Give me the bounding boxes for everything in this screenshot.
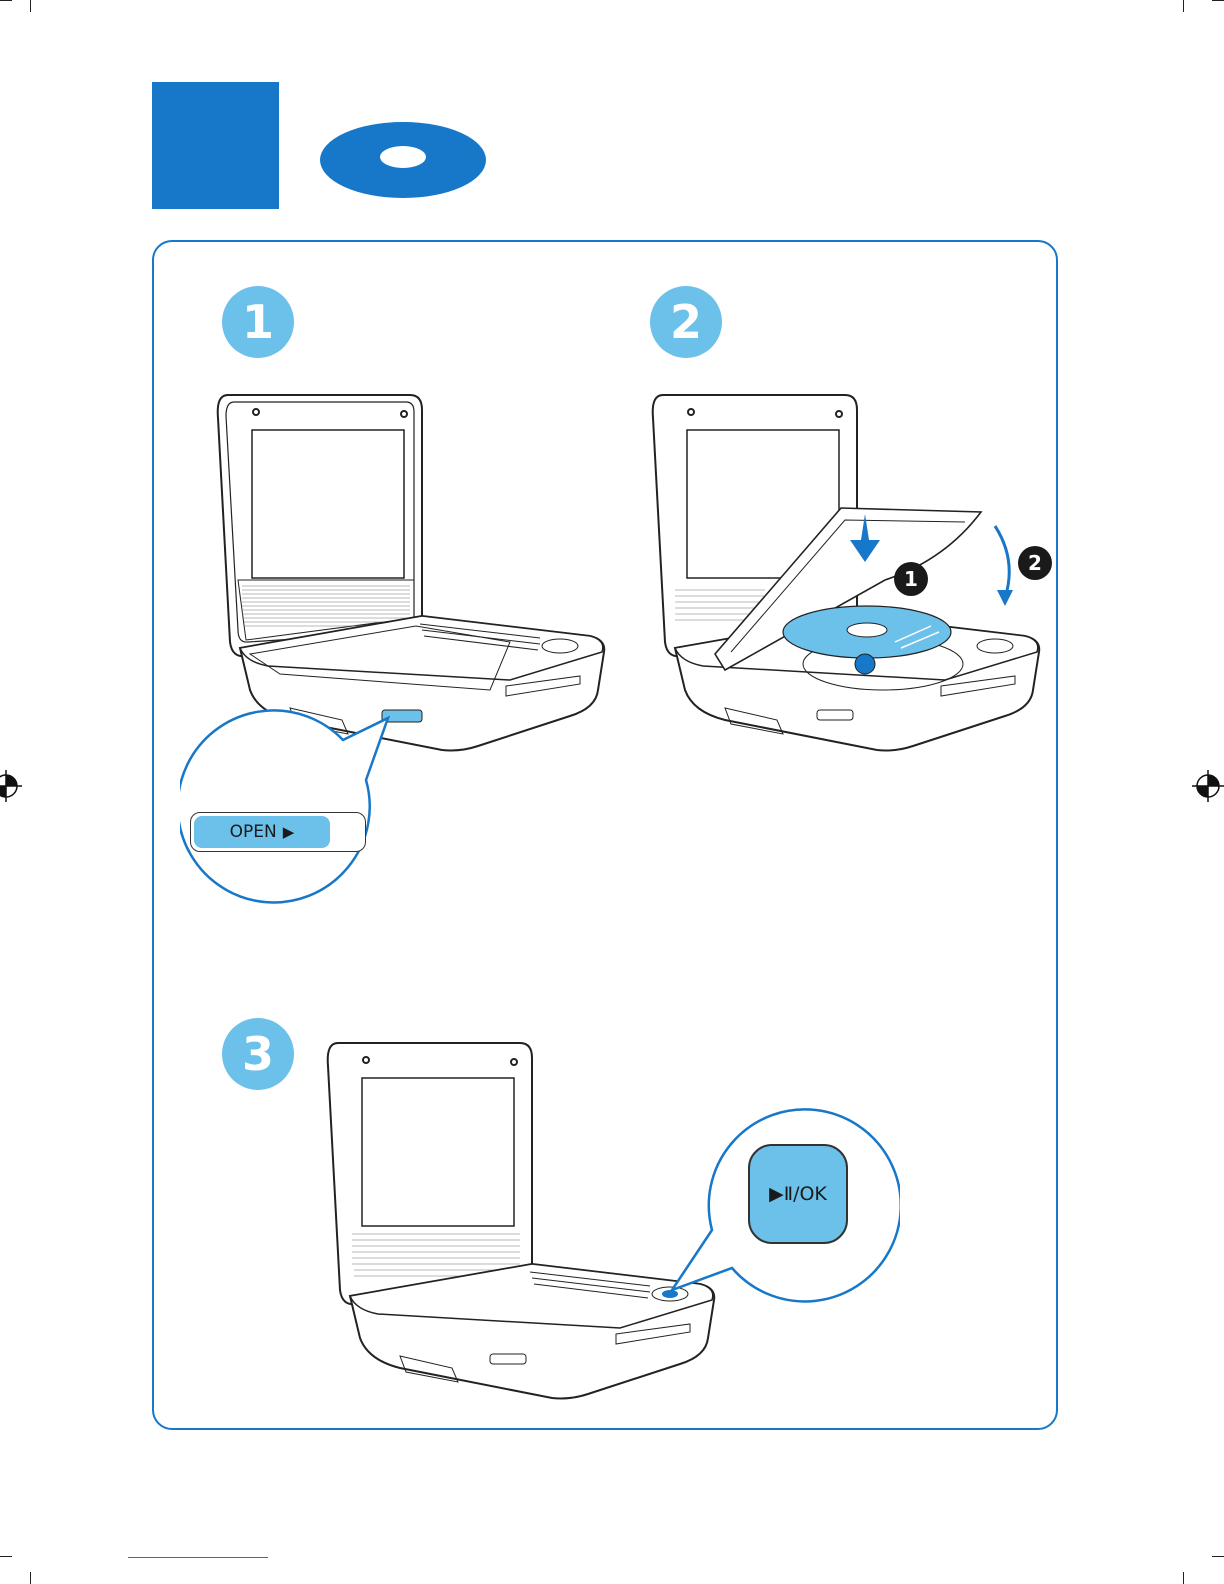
open-slider-button[interactable]: OPEN ▶ — [194, 816, 330, 848]
crop-mark — [0, 1556, 12, 1557]
crop-mark — [0, 0, 12, 1]
disc-icon — [318, 120, 488, 200]
crop-mark — [1183, 0, 1184, 12]
footer-rule — [128, 1557, 268, 1558]
play-ok-label: ▶Ⅱ/OK — [769, 1183, 827, 1205]
registration-mark-right — [1192, 766, 1224, 806]
play-triangle-icon: ▶ — [283, 823, 295, 841]
crop-mark — [30, 0, 31, 12]
step-number-2: 2 — [650, 286, 722, 358]
crop-mark — [1183, 1572, 1184, 1584]
crop-mark — [1212, 1556, 1224, 1557]
step-number-1: 1 — [222, 286, 294, 358]
open-label: OPEN — [230, 822, 277, 842]
dvd-player-illustration-open-tray — [645, 390, 1065, 760]
registration-mark-left — [0, 766, 24, 806]
section-marker-square — [152, 82, 279, 209]
step-marker-1: 1 — [894, 562, 928, 596]
crop-mark — [30, 1572, 31, 1584]
crop-mark — [1212, 0, 1224, 1]
play-ok-button[interactable]: ▶Ⅱ/OK — [748, 1144, 848, 1244]
step-marker-2: 2 — [1018, 546, 1052, 580]
step-number-3: 3 — [222, 1018, 294, 1090]
